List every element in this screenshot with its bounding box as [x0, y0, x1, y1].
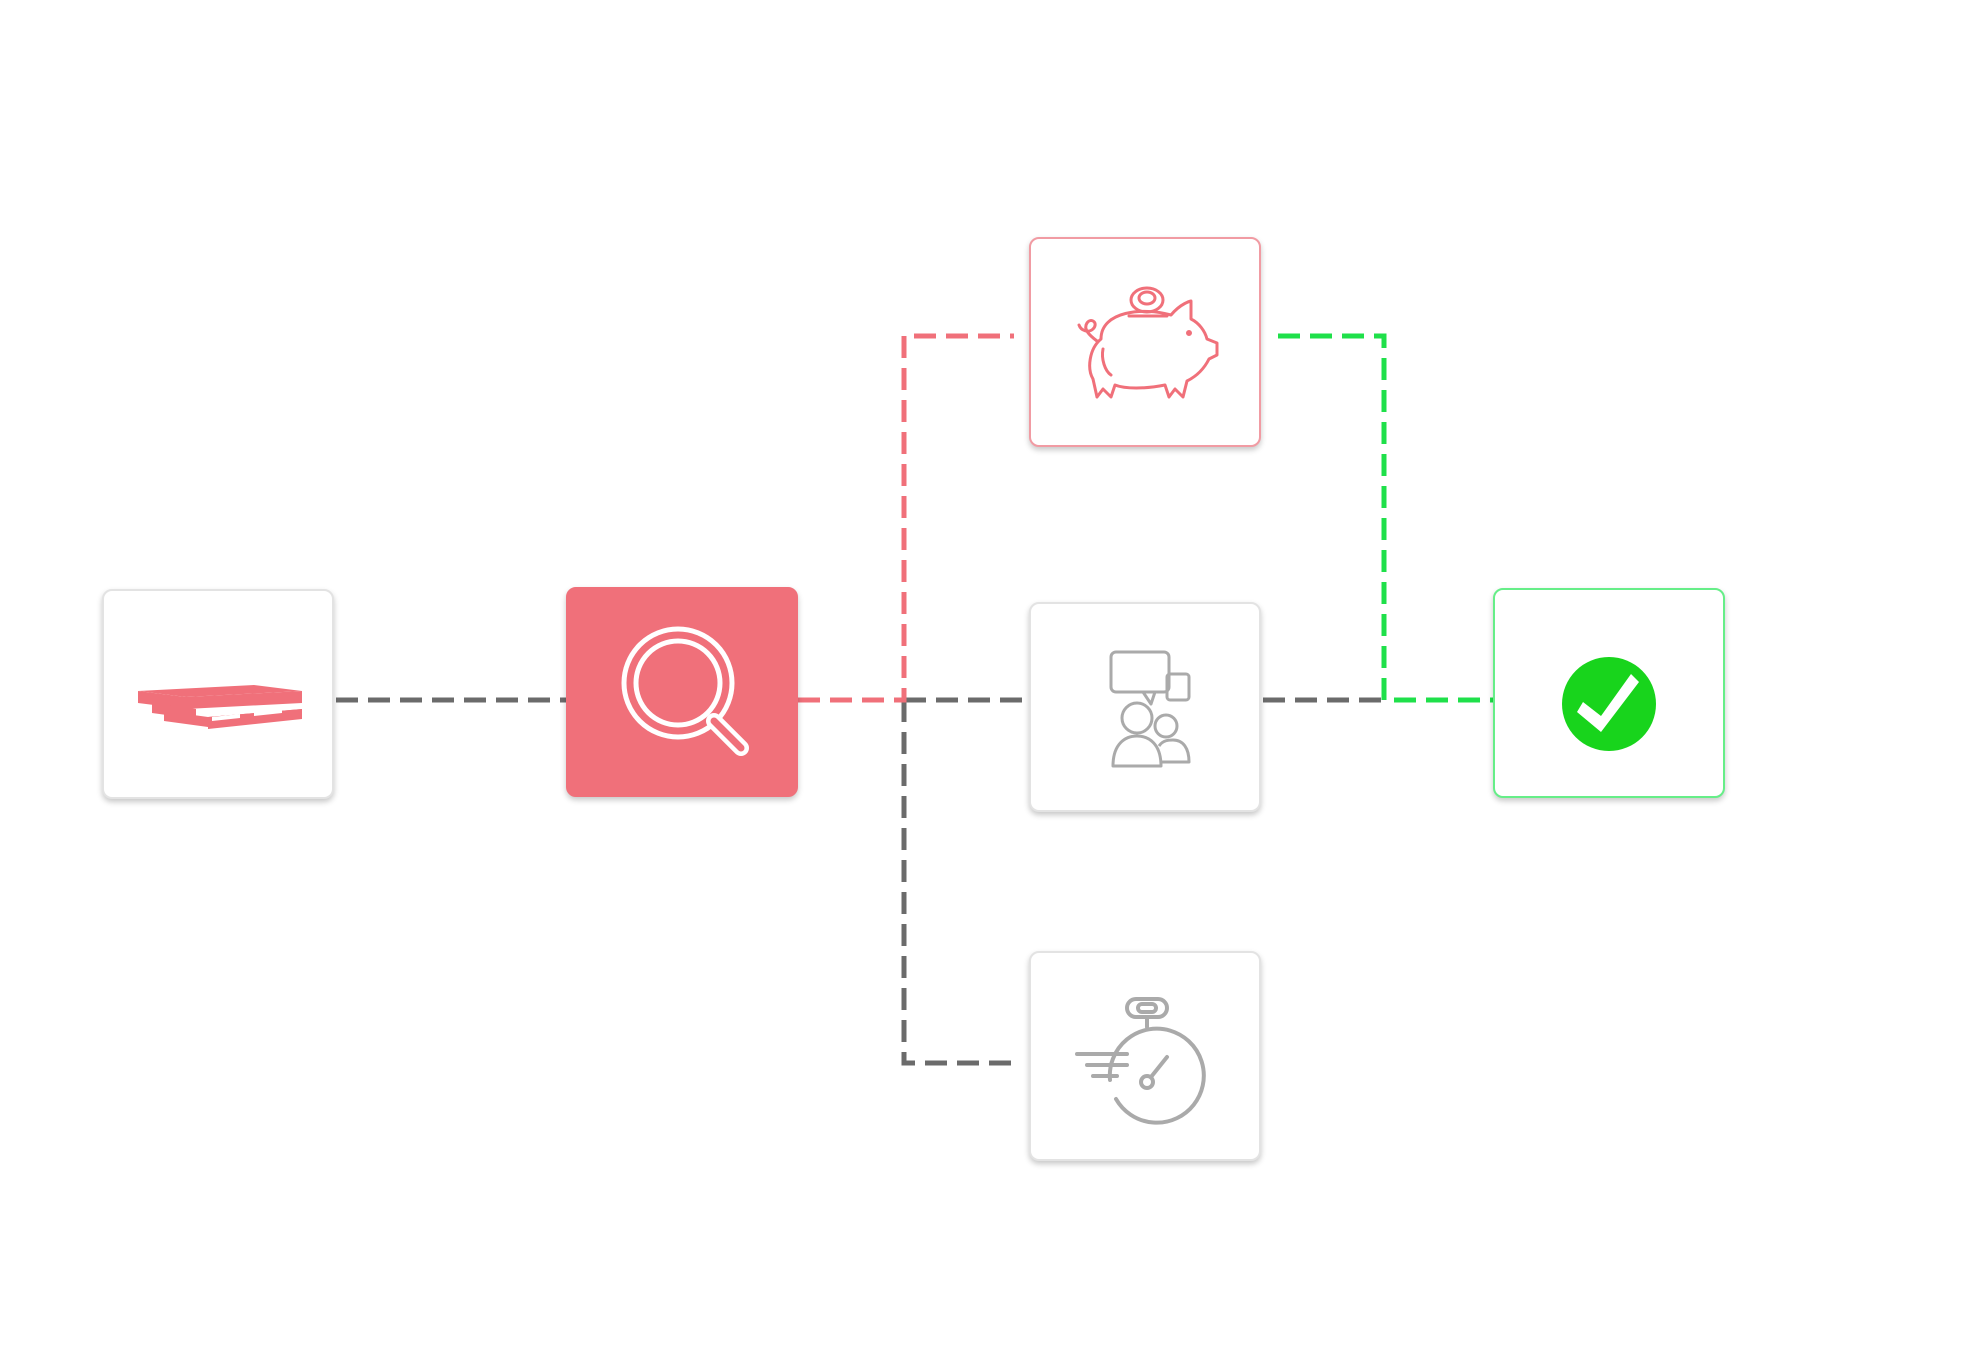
pallet-icon [138, 685, 302, 729]
done-node[interactable] [1493, 588, 1725, 798]
pallet-node[interactable] [102, 589, 334, 799]
piggy-bank-icon [1077, 286, 1219, 399]
connector-savings-done [1278, 333, 1493, 703]
chat-people-icon [1109, 650, 1191, 768]
search-node[interactable] [566, 587, 798, 797]
connector-search-speed [901, 700, 1014, 1066]
magnifier-icon [621, 626, 749, 756]
connector-search-savings [798, 333, 1014, 703]
stopwatch-icon [1075, 997, 1206, 1125]
savings-node[interactable] [1029, 237, 1261, 447]
consult-node[interactable] [1029, 602, 1261, 812]
speed-node[interactable] [1029, 951, 1261, 1161]
check-circle-icon [1562, 657, 1656, 751]
